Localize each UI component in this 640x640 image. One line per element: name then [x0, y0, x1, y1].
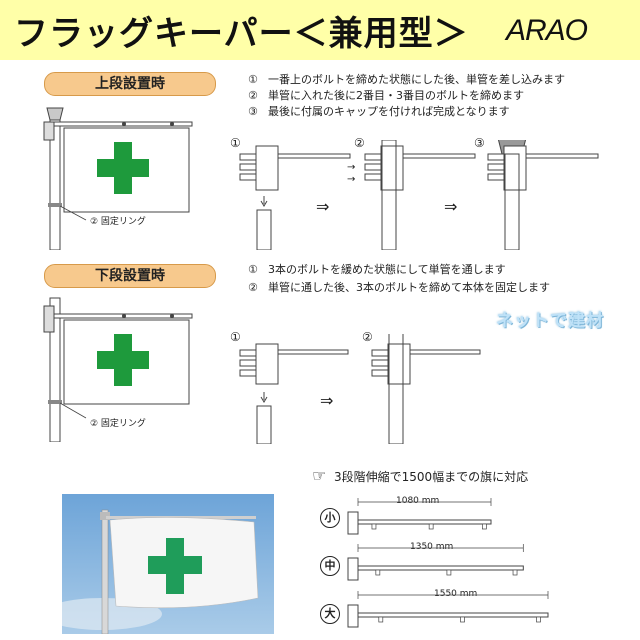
watermark: ネットで建材	[496, 311, 604, 331]
size-arm-0	[347, 498, 492, 535]
svg-text:⇒: ⇒	[320, 391, 333, 410]
upper-step-diagrams: ⇒ → → ⇒	[239, 140, 599, 250]
size-small-icon: 小	[320, 508, 340, 528]
size-medium-icon: 中	[320, 556, 340, 576]
header-banner	[0, 0, 640, 60]
page-title: フラッグキーパー＜兼用型＞	[14, 14, 469, 54]
size-diagrams	[347, 498, 549, 628]
svg-text:→: →	[347, 162, 355, 173]
lower-step-diagrams: ⇒	[239, 334, 481, 444]
upper-diagram-label-3: ③	[474, 136, 485, 150]
lower-diagram-label-2: ②	[362, 330, 373, 344]
upper-install-label: 上段設置時	[44, 72, 216, 96]
size-arm-2	[347, 591, 549, 628]
lower-diagram-label-1: ①	[230, 330, 241, 344]
size-caption: 3段階伸縮で1500幅までの旗に対応	[334, 470, 529, 484]
svg-text:⇒: ⇒	[316, 197, 329, 216]
lower-ring-label: ② 固定リング	[90, 419, 146, 429]
upper-diagram-label-1: ①	[230, 136, 241, 150]
upper-flag-illustration	[43, 107, 193, 250]
size-large-length: 1550 mm	[434, 589, 478, 599]
size-medium-length: 1350 mm	[410, 542, 454, 552]
size-arm-1	[347, 544, 524, 581]
svg-text:→: →	[347, 174, 355, 185]
size-large-icon: 大	[320, 604, 340, 624]
svg-text:⇒: ⇒	[444, 197, 457, 216]
brand-logo: ARAO	[506, 14, 588, 47]
lower-flag-illustration	[43, 297, 193, 442]
upper-diagram-label-2: ②	[354, 136, 365, 150]
lower-install-label: 下段設置時	[44, 264, 216, 288]
upper-ring-label: ② 固定リング	[90, 217, 146, 227]
size-small-length: 1080 mm	[396, 496, 440, 506]
flag-photo	[62, 494, 274, 634]
pointing-hand-icon: ☞	[312, 466, 327, 485]
